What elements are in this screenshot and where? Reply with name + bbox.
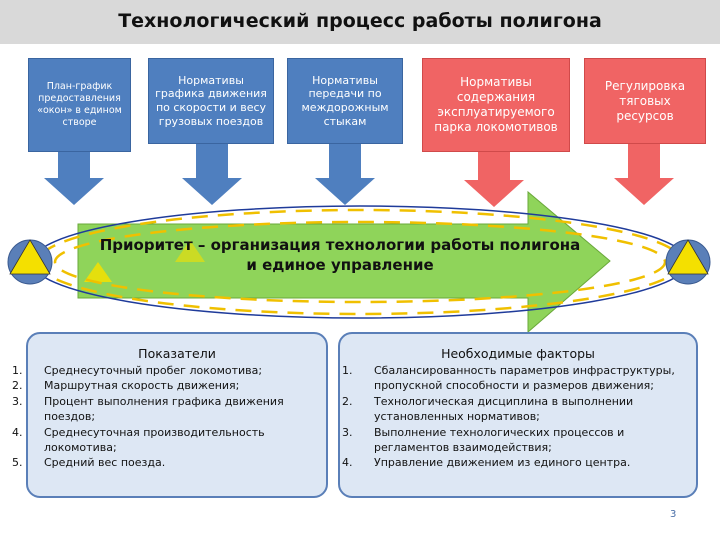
ellipse-dashed-inner — [53, 220, 667, 304]
list-item-number: 3. — [342, 425, 353, 439]
arrow-down-5 — [614, 144, 674, 205]
list-item-number: 4. — [12, 425, 23, 439]
list-item-text: Средний вес поезда. — [44, 456, 166, 470]
list-item: 3. Выполнение технологических процессов и… — [342, 425, 692, 456]
list-item-number: 4. — [342, 456, 353, 470]
list-item-text: Среднесуточный пробег локомотива; — [44, 364, 263, 377]
left-node-triangle-icon — [9, 239, 51, 275]
arrow-down-2 — [182, 144, 242, 205]
priority-text: Приоритет – организация технологии работ… — [80, 236, 600, 275]
box-schedule-norms: Нормативы графика движения по скорости и… — [148, 58, 274, 144]
box-traction-regulation: Регулировка тяговых ресурсов — [584, 58, 706, 144]
list-item: 2. Технологическая дисциплина в выполнен… — [342, 394, 692, 425]
list-item: 5. Средний вес поезда. — [12, 455, 318, 470]
page-title: Технологический процесс работы полигона — [118, 10, 602, 32]
list-item-text: Выполнение технологических процессов и р… — [374, 425, 625, 454]
box-schedule-norms-text: Нормативы графика движения по скорости и… — [155, 73, 267, 128]
title-bar — [0, 0, 720, 44]
list-item-text: Сбалансированность параметров инфраструк… — [374, 364, 675, 393]
priority-line-2: и единое управление — [246, 255, 434, 274]
box-traction-regulation-text: Регулировка тяговых ресурсов — [604, 78, 686, 123]
box-locomotive-fleet-norms: Нормативы содержания эксплуатируемого па… — [422, 58, 570, 152]
list-item: 3. Процент выполнения графика движения по… — [12, 394, 318, 425]
box-windows-schedule: План-график предоставления «окон» в един… — [28, 58, 131, 152]
arrow-down-3 — [315, 144, 375, 205]
list-item: 1. Среднесуточный пробег локомотива; — [12, 363, 318, 378]
list-item-text: Среднесуточная производительность локомо… — [44, 425, 265, 454]
box-locomotive-fleet-norms-text: Нормативы содержания эксплуатируемого па… — [434, 75, 558, 134]
indicators-panel: Показатели — [26, 332, 328, 498]
list-item-number: 2. — [12, 379, 23, 393]
factors-list: 1. Сбалансированность параметров инфрастр… — [342, 363, 692, 471]
list-item-text: Маршрутная скорость движения; — [44, 379, 240, 393]
factors-panel: Необходимые факторы — [338, 332, 698, 498]
list-item-number: 3. — [12, 394, 23, 408]
list-item-number: 5. — [12, 456, 23, 470]
page-number: 3 — [670, 509, 677, 520]
arrow-down-4 — [464, 152, 524, 207]
list-item: 4. Управление движением из единого центра… — [342, 455, 692, 470]
arrow-down-1 — [44, 152, 104, 205]
list-item-number: 1. — [12, 364, 23, 377]
list-item: 1. Сбалансированность параметров инфрастр… — [342, 363, 692, 394]
indicators-list: 1. Среднесуточный пробег локомотива; 2. М… — [12, 363, 318, 471]
factors-title: Необходимые факторы — [441, 346, 595, 361]
indicators-title: Показатели — [138, 346, 216, 361]
list-item: 2. Маршрутная скорость движения; — [12, 378, 318, 393]
box-junction-norms: Нормативы передачи по междорожным стыкам — [287, 58, 403, 144]
priority-line-1: Приоритет – организация технологии работ… — [99, 236, 581, 254]
box-junction-norms-text: Нормативы передачи по междорожным стыкам — [301, 73, 389, 128]
box-windows-schedule-text: План-график предоставления «окон» в един… — [37, 81, 122, 128]
list-item-number: 1. — [342, 364, 353, 377]
inner-triangle-left — [84, 262, 112, 282]
list-item-text: Технологическая дисциплина в выполнении … — [374, 394, 634, 424]
list-item-text: Процент выполнения графика движения поез… — [44, 394, 284, 424]
list-item: 4. Среднесуточная производительность локо… — [12, 425, 318, 456]
inner-triangle-center — [175, 240, 205, 262]
list-item-text: Управление движением из единого центра. — [374, 456, 631, 470]
list-item-number: 2. — [342, 394, 353, 408]
right-node-triangle-icon — [667, 239, 709, 275]
